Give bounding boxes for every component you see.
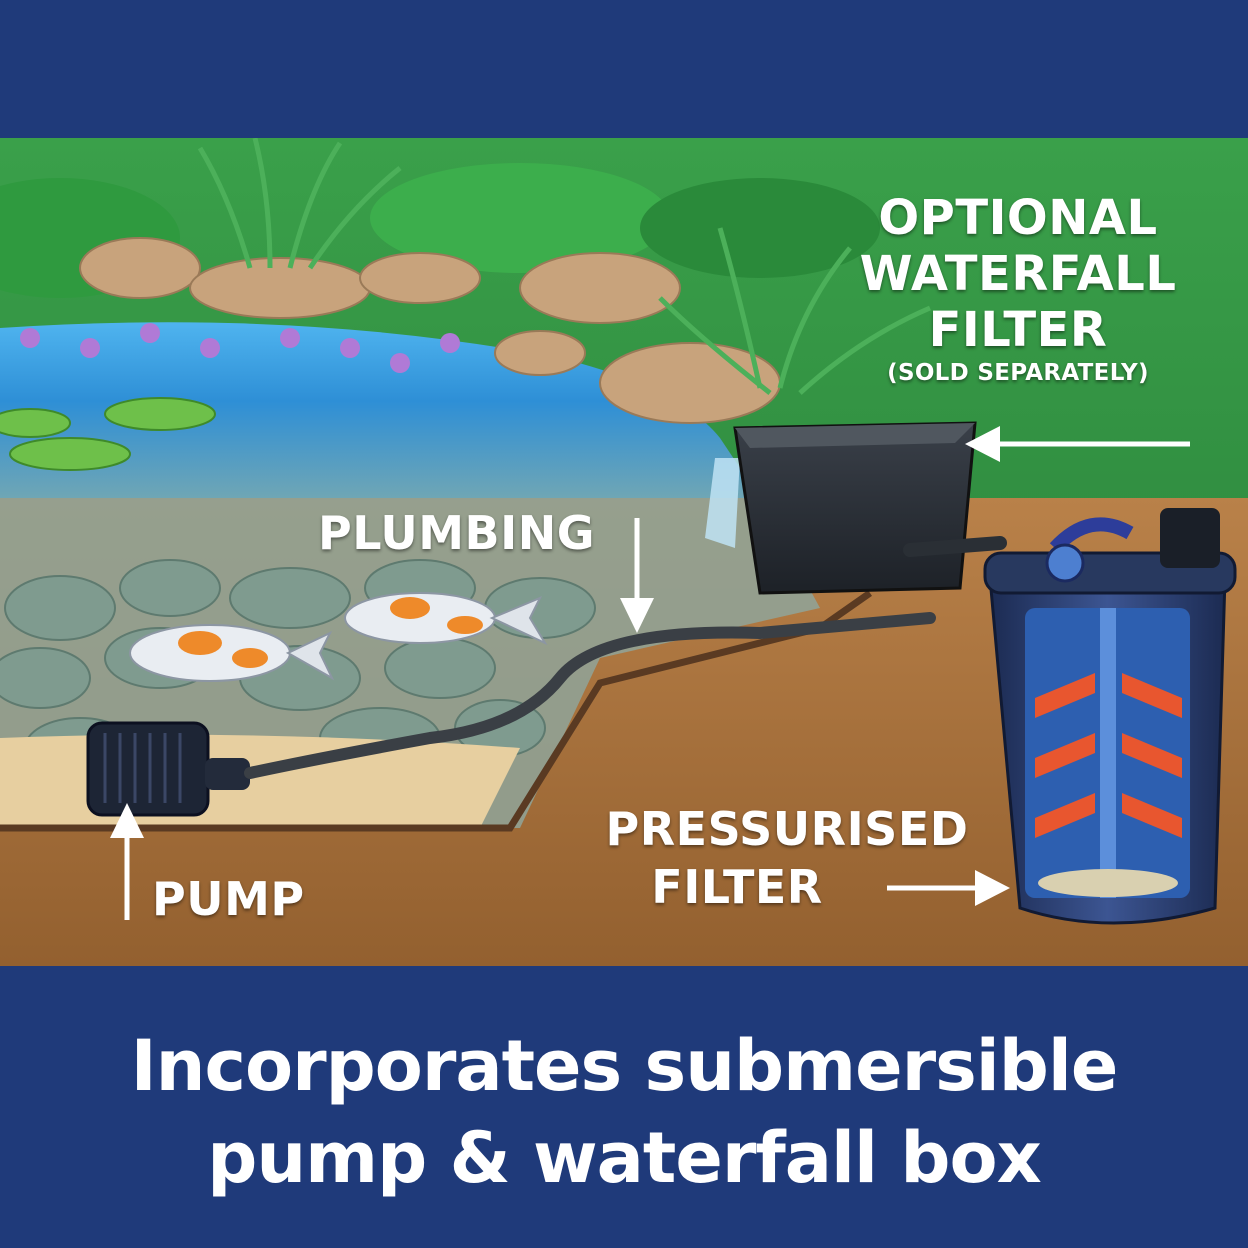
arrow-up-icon xyxy=(110,803,144,920)
pressurised-line1: PRESSURISED xyxy=(605,802,969,856)
optional-line2: WATERFALL xyxy=(859,246,1177,302)
sold-separately-note: (SOLD SEPARATELY) xyxy=(887,360,1149,386)
pond-liner xyxy=(0,590,873,832)
caption-line2: pump & waterfall box xyxy=(207,1117,1042,1199)
plumbing-label: PLUMBING xyxy=(318,506,595,560)
plumbing-hose xyxy=(244,612,936,779)
koi-fish xyxy=(129,592,548,682)
caption: Incorporates submersible pump & waterfal… xyxy=(0,1020,1248,1204)
pond-illustration xyxy=(0,138,1248,966)
pressurised-filter-label: PRESSURISED FILTER xyxy=(597,800,977,916)
pump-label: PUMP xyxy=(152,872,305,926)
lily-pads xyxy=(0,397,216,471)
optional-line1: OPTIONAL xyxy=(878,190,1158,246)
waterfall-box xyxy=(733,421,977,595)
top-band xyxy=(0,0,1248,138)
outlet-hose xyxy=(903,536,1007,557)
arrow-right-icon xyxy=(887,870,1010,906)
waterfall-stream xyxy=(705,458,740,548)
arrow-down-icon xyxy=(620,518,654,633)
pressurised-line2: FILTER xyxy=(651,860,823,914)
optional-line3: FILTER xyxy=(928,302,1108,358)
sand-floor xyxy=(0,734,520,828)
reeds xyxy=(197,138,931,395)
caption-line1: Incorporates submersible xyxy=(130,1025,1119,1107)
optional-waterfall-filter-label: OPTIONAL WATERFALL FILTER (SOLD SEPARATE… xyxy=(848,190,1188,388)
filter-media xyxy=(1035,673,1182,838)
bottom-band xyxy=(0,966,1248,1248)
water-hyacinths xyxy=(20,323,460,373)
arrow-left-icon xyxy=(965,426,1190,462)
pump-unit xyxy=(86,721,250,817)
pond-scene xyxy=(0,138,1248,966)
pressurised-filter xyxy=(983,508,1237,925)
